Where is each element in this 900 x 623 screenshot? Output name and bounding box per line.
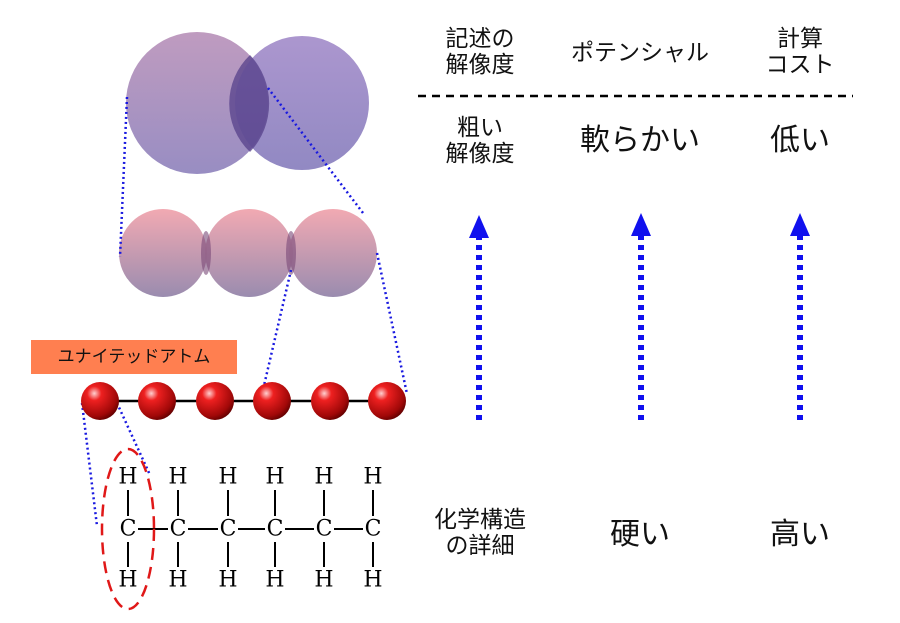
hydrogen-atom-label: H [118,568,137,593]
carbon-atom-label: C [267,517,284,542]
united-atom-label-bg [31,340,237,374]
connector-line [375,252,409,395]
header-cost: 計算 コスト [750,26,850,79]
chemical-structure: C H H C H H C H H C H H C H H C H H [118,465,382,593]
header-resolution: 記述の 解像度 [420,26,540,79]
hydrogen-atom-label: H [168,465,187,490]
united-atom-bead [81,382,119,420]
large-sphere-group [126,32,369,174]
coarse-cost-text: 低い [770,123,830,158]
hydrogen-atom-label: H [218,568,237,593]
united-atom-bead [138,382,176,420]
carbon-atom-label: C [120,517,137,542]
large-sphere-overlap [229,55,270,152]
large-sphere-right [235,36,369,170]
coarse-potential-text: 軟らかい [580,123,700,158]
carbon-atom-label: C [316,517,333,542]
header-cost-line1: 計算 [777,26,823,52]
coarse-resolution-line1: 粗い [457,115,503,141]
united-atom-bead [311,382,349,420]
connector-line [118,96,129,258]
header-cost-line2: コスト [765,52,835,79]
header-potential-text: ポテンシャル [571,40,709,66]
united-atom-bead [368,382,406,420]
hydrogen-atom-label: H [314,568,333,593]
connector-line [267,87,364,214]
connector-lines [80,87,409,527]
hydrogen-atom-label: H [265,465,284,490]
connector-line [260,269,293,395]
medium-sphere-group [119,209,377,297]
hydrogen-atom-label: H [168,568,187,593]
connector-line [115,402,152,476]
arrowhead-icon [790,213,810,236]
arrowheads [469,213,810,238]
medium-sphere-1 [119,209,207,297]
hydrogen-atom-label: H [218,465,237,490]
carbon-atom-label: C [220,517,237,542]
medium-overlap-2 [286,231,296,275]
header-potential: ポテンシャル [545,40,735,66]
medium-sphere-2 [205,209,293,297]
hydrogen-atom-label: H [118,465,137,490]
hydrogen-atom-label: H [363,568,382,593]
medium-overlap-1 [201,231,211,275]
detailed-potential: 硬い [585,517,695,553]
united-atom-chain [81,382,406,420]
detailed-potential-text: 硬い [610,517,670,552]
hydrogen-atom-label: H [363,465,382,490]
arrowhead-icon [631,213,651,236]
detailed-resolution-line1: 化学構造 [434,507,526,533]
detailed-resolution: 化学構造 の詳細 [415,507,545,560]
detailed-cost: 高い [750,517,850,553]
united-atom-bead [253,382,291,420]
hydrogen-atom-label: H [314,465,333,490]
large-sphere-left [126,32,268,174]
medium-sphere-3 [289,209,377,297]
arrows [476,233,803,420]
united-atom-label: ユナイテッドアトム [57,347,211,367]
detailed-resolution-line2: の詳細 [445,533,515,560]
coarse-cost: 低い [750,123,850,159]
hydrogen-atom-label: H [265,568,284,593]
coarse-resolution-line2: 解像度 [445,141,515,168]
detailed-cost-text: 高い [770,517,830,552]
united-atom-bead [196,382,234,420]
coarse-resolution: 粗い 解像度 [420,115,540,168]
arrowhead-icon [469,215,489,238]
carbon-atom-label: C [365,517,382,542]
carbon-atom-label: C [170,517,187,542]
coarse-potential: 軟らかい [555,123,725,159]
connector-line [80,402,99,527]
header-resolution-line2: 解像度 [445,52,515,79]
header-resolution-line1: 記述の [445,26,515,52]
methylene-highlight-ellipse [100,447,156,611]
